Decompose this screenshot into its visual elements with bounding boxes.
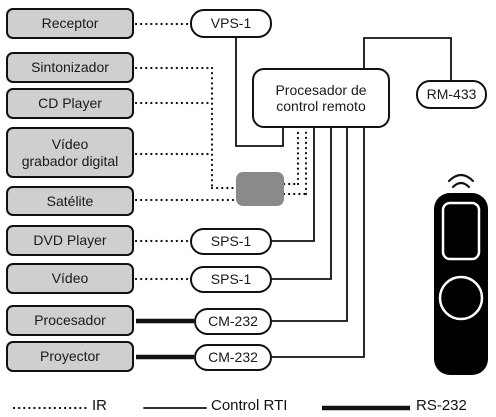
module-vps1-label: VPS-1: [210, 15, 252, 32]
remote-signal-arc-outer: [447, 173, 475, 183]
device-satelite: Satélite: [6, 186, 134, 216]
device-proyector: Proyector: [6, 341, 134, 372]
device-cd-player-label: CD Player: [38, 95, 102, 112]
device-dvd-player-label: DVD Player: [33, 232, 107, 249]
legend-rti-label: Control RTI: [211, 397, 288, 414]
remote-wheel: [438, 275, 484, 321]
legend-ir-label: IR: [92, 397, 107, 414]
remote-control-icon: [434, 173, 488, 375]
module-cm232-a-label: CM-232: [208, 313, 258, 330]
module-sps1-b-label: SPS-1: [210, 271, 252, 288]
processor-label-line1: Procesador de: [275, 81, 367, 98]
device-procesador-label: Procesador: [34, 312, 106, 329]
device-sintonizador: Sintonizador: [6, 52, 134, 83]
ir-links: [12, 22, 308, 410]
processor-label-line2: control remoto: [276, 98, 366, 114]
device-dvd-player: DVD Player: [6, 225, 134, 256]
device-video-grabador-label-line2: grabador digital: [21, 152, 119, 169]
legend-rs232-label: RS-232: [416, 397, 467, 414]
rti-links: [143, 35, 452, 409]
rti-line-cm232-a: [271, 127, 348, 322]
module-vps1: VPS-1: [190, 9, 272, 38]
rti-line-vps1: [235, 35, 284, 147]
remote-control-processor: Procesador de control remoto: [252, 68, 390, 128]
remote-signal-arc-inner: [451, 181, 471, 189]
rti-line-cm232-b: [271, 127, 365, 358]
device-procesador: Procesador: [6, 305, 134, 336]
module-sps1-b: SPS-1: [190, 266, 272, 293]
device-video-grabador-label-line1: Vídeo: [51, 136, 89, 153]
remote-screen: [441, 201, 481, 261]
rs232-links: [136, 318, 410, 411]
rti-line-sps1-a: [271, 127, 315, 242]
device-video-grabador-digital: Vídeo grabador digital: [6, 127, 134, 178]
device-video: Vídeo: [6, 263, 134, 294]
rti-line-rm433: [363, 37, 452, 81]
module-rm433: RM-433: [416, 80, 487, 109]
device-cd-player: CD Player: [6, 88, 134, 119]
module-cm232-b-label: CM-232: [208, 349, 258, 366]
module-rm433-label: RM-433: [426, 86, 477, 103]
module-sps1-a: SPS-1: [190, 228, 272, 255]
device-receptor-label: Receptor: [41, 15, 99, 32]
device-receptor: Receptor: [6, 8, 134, 39]
satellite-receiver-block: [236, 172, 284, 206]
module-cm232-a: CM-232: [194, 308, 272, 335]
rti-line-sps1-b: [271, 127, 332, 280]
module-sps1-a-label: SPS-1: [210, 233, 252, 250]
device-video-label: Vídeo: [51, 270, 89, 287]
remote-body: [434, 193, 488, 375]
module-cm232-b: CM-232: [194, 344, 272, 371]
device-satelite-label: Satélite: [46, 192, 94, 209]
device-sintonizador-label: Sintonizador: [31, 59, 109, 76]
device-proyector-label: Proyector: [40, 348, 100, 365]
